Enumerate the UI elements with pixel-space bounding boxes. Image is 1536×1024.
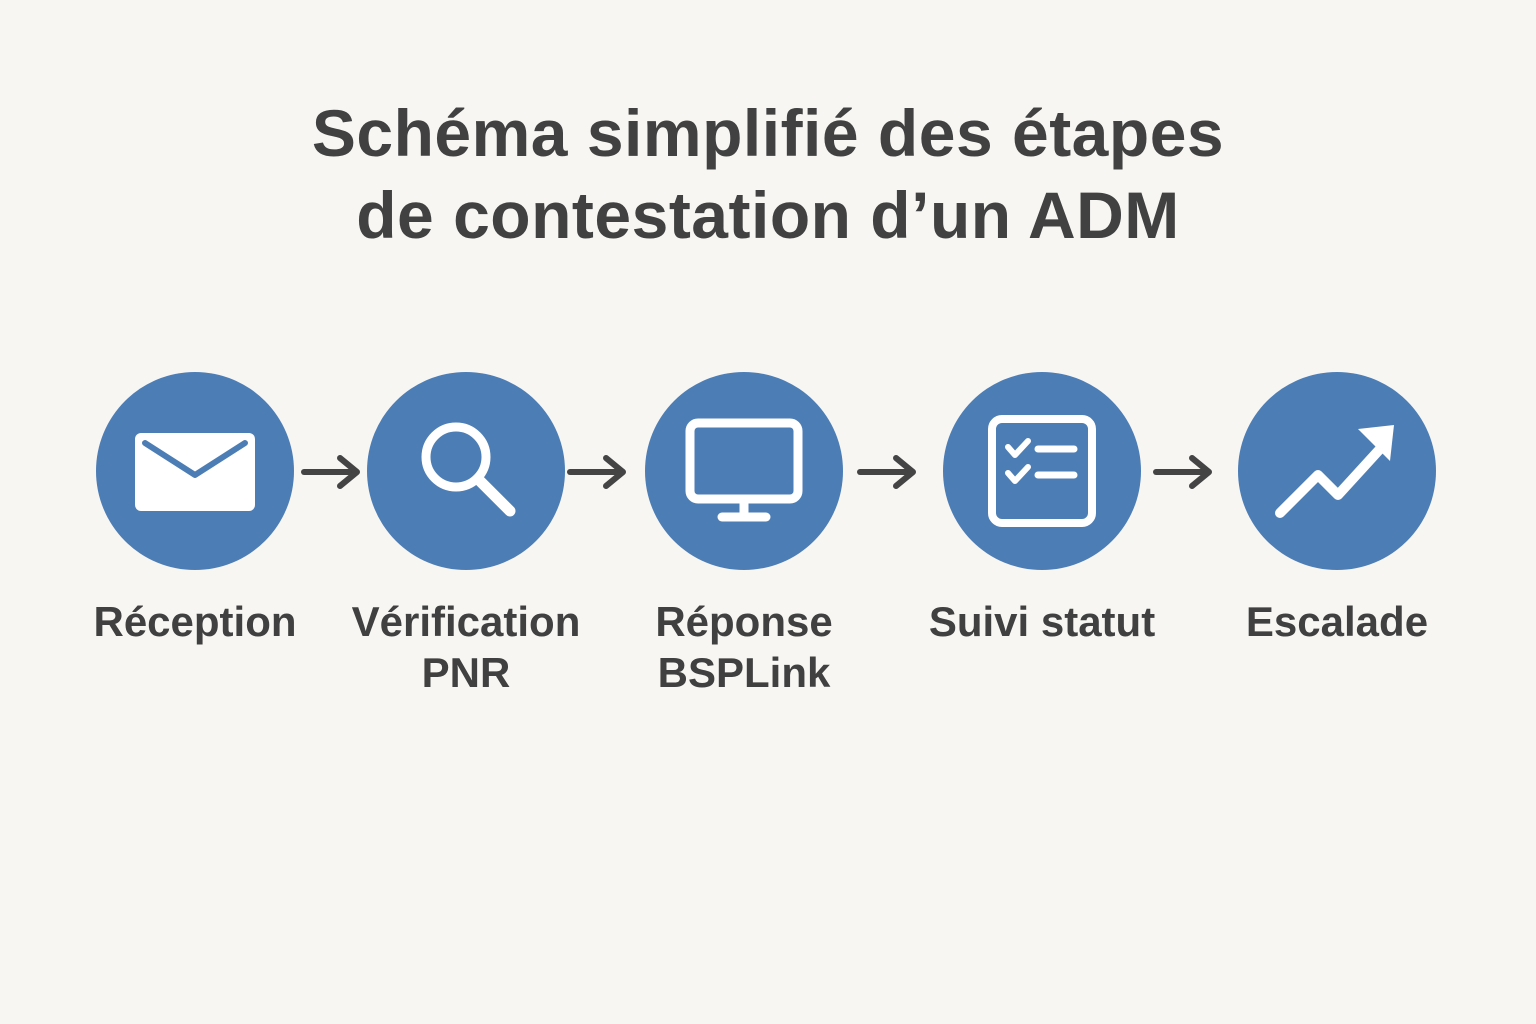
step-label-line-1: Réponse — [655, 598, 833, 645]
step-circle — [96, 372, 294, 570]
step-reception: Réception — [93, 372, 297, 645]
step-label: Vérification PNR — [326, 596, 606, 698]
flow-arrow-1 — [301, 455, 360, 489]
envelope-icon — [135, 433, 255, 511]
step-label-line-1: Suivi statut — [928, 598, 1156, 645]
step-escalade: Escalade — [1237, 372, 1437, 645]
step-verification-pnr: Vérification PNR — [352, 372, 580, 696]
trend-up-arrow-icon — [1275, 425, 1394, 518]
step-label: Réception — [55, 596, 335, 647]
step-circle — [1238, 372, 1436, 570]
diagram-title: Schéma simplifié des étapes de contestat… — [0, 92, 1536, 256]
step-label: Escalade — [1197, 596, 1477, 647]
monitor-icon — [685, 418, 803, 522]
step-label: Réponse BSPLink — [604, 596, 884, 698]
checklist-icon — [988, 415, 1096, 527]
step-label-line-1: Escalade — [1245, 598, 1429, 645]
flow-arrow-3 — [857, 455, 916, 489]
flow-arrow-2 — [567, 455, 626, 489]
step-suivi-statut: Suivi statut — [929, 372, 1155, 645]
step-circle — [943, 372, 1141, 570]
step-label-line-2: PNR — [421, 649, 511, 696]
step-label-line-2: BSPLink — [657, 649, 831, 696]
flow-arrow-4 — [1153, 455, 1212, 489]
step-label-line-1: Vérification — [351, 598, 581, 645]
title-line-1: Schéma simplifié des étapes — [311, 96, 1225, 170]
step-label-line-1: Réception — [93, 598, 297, 645]
step-label: Suivi statut — [902, 596, 1182, 647]
step-circle — [645, 372, 843, 570]
step-reponse-bsplink: Réponse BSPLink — [644, 372, 844, 696]
step-circle — [367, 372, 565, 570]
magnifier-icon — [421, 422, 516, 517]
title-line-2: de contestation d’un ADM — [356, 178, 1180, 252]
